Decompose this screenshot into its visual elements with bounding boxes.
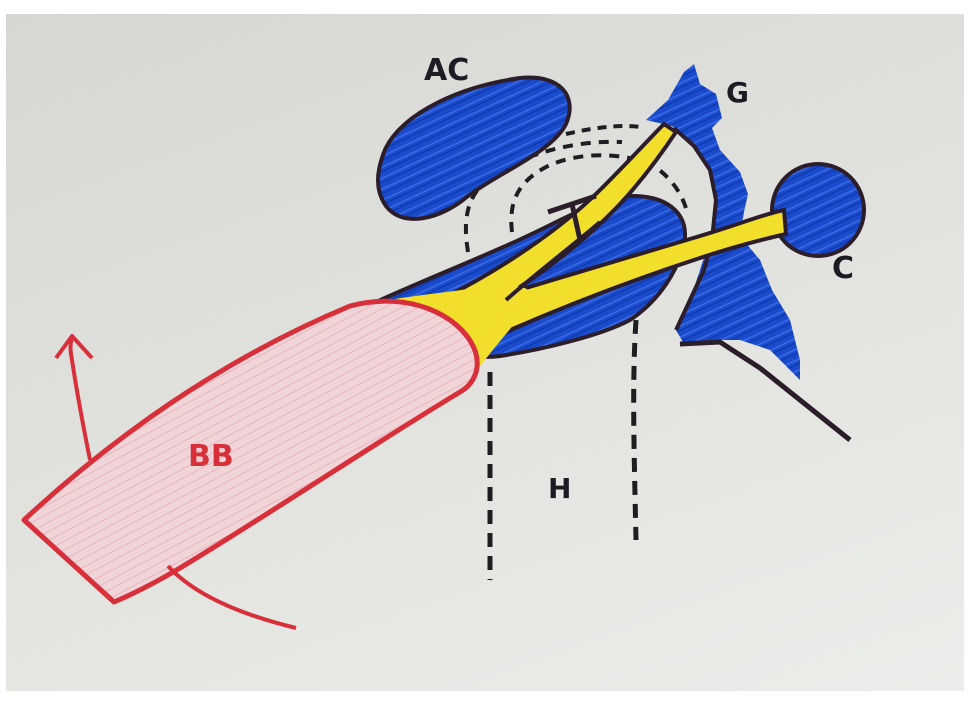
dashed-outline-right-down: [634, 320, 636, 540]
rotation-arrow-head: [56, 336, 92, 358]
lower-red-curve: [168, 566, 296, 628]
lower-right-line: [680, 342, 850, 440]
label-c: C: [832, 251, 854, 286]
label-h: H: [548, 472, 571, 505]
label-bb: BB: [188, 439, 234, 474]
rotation-arrow-line: [71, 338, 91, 460]
bb-muscle-shape: [24, 301, 477, 602]
label-ac: AC: [424, 53, 469, 88]
dashed-top-to-g: [566, 126, 644, 134]
label-g: G: [726, 76, 749, 109]
